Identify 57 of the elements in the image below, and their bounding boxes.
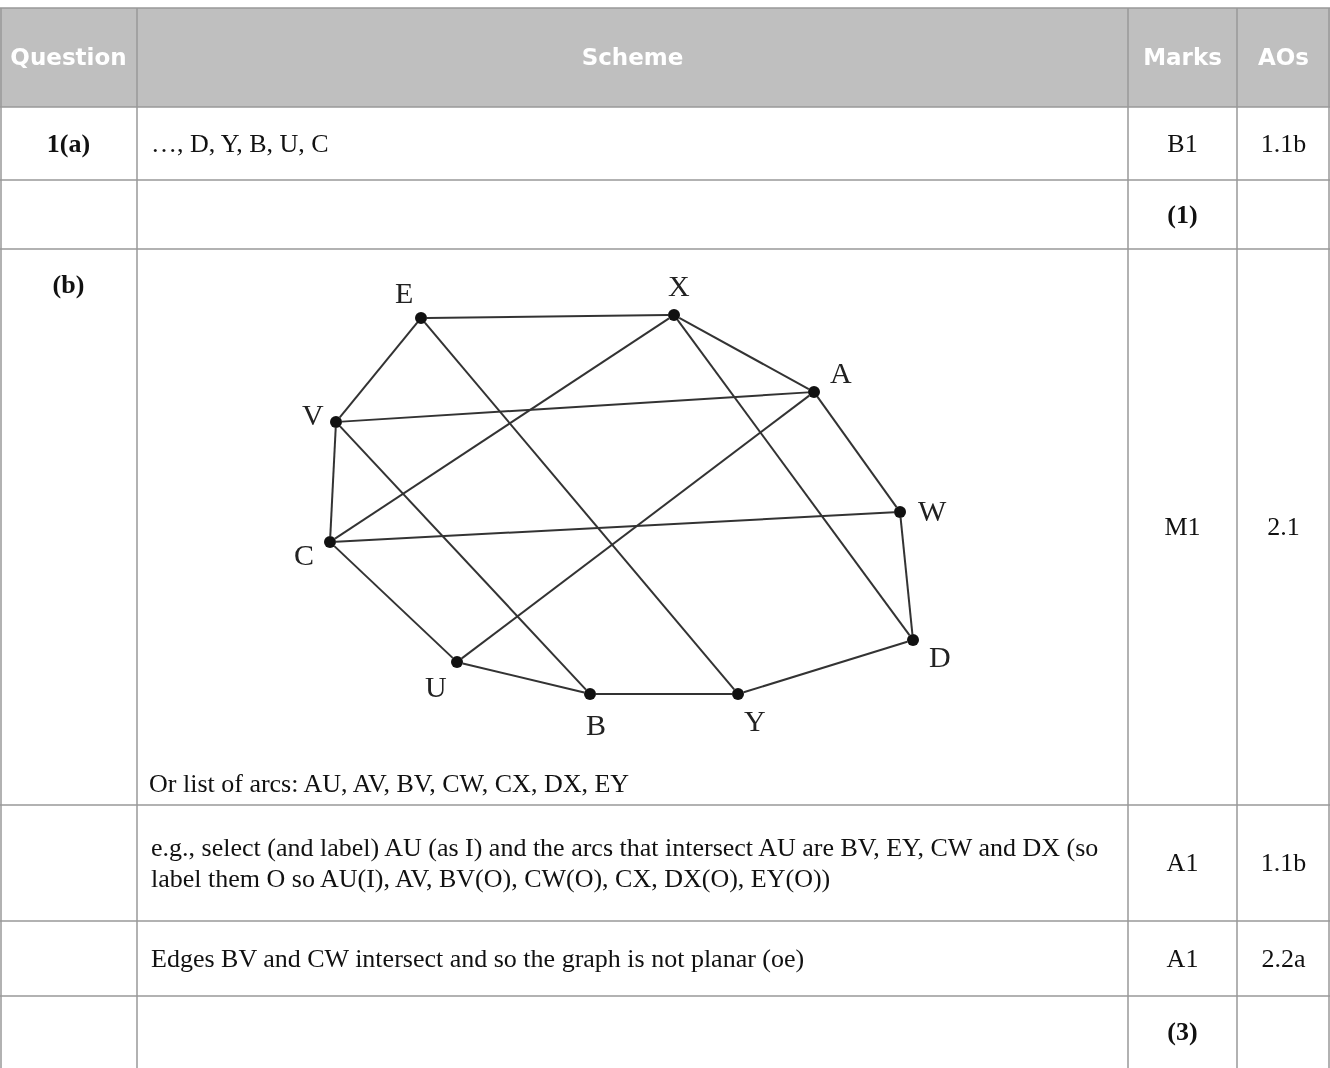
scheme-text: Edges BV and CW intersect and so the graph is not planar (oe) — [151, 942, 805, 975]
mark-text: (3) — [1167, 1016, 1198, 1048]
scheme-text: Or list of arcs: AU, AV, BV, CW, CX, DX, EY — [149, 767, 630, 799]
mark-text: B1 — [1167, 127, 1198, 160]
vertex-dot — [584, 688, 596, 700]
graph-edge — [333, 545, 454, 659]
question-number: 1(a) — [46, 127, 91, 160]
mark-text: 1.1b — [1260, 847, 1307, 879]
vertex-dot — [415, 312, 427, 324]
vertex-dot — [330, 416, 342, 428]
graph-edge — [742, 640, 909, 694]
graph-edge — [899, 516, 914, 636]
column-header: Question — [0, 8, 137, 107]
vertex-dot — [894, 506, 906, 518]
column-header: Marks — [1128, 8, 1237, 107]
vertex-label: V — [302, 398, 324, 432]
graph-edge — [334, 317, 670, 540]
vertex-label: B — [586, 708, 606, 742]
vertex-dot — [808, 386, 820, 398]
graph-edge — [335, 511, 895, 543]
column-header: Scheme — [137, 8, 1128, 107]
vertex-label: D — [929, 640, 951, 674]
mark-text: (1) — [1167, 198, 1198, 231]
question-number: (b) — [52, 269, 85, 301]
graph-edge — [338, 321, 419, 419]
vertex-label: X — [668, 269, 690, 303]
mark-text: 1.1b — [1260, 127, 1307, 160]
vertex-dot — [668, 309, 680, 321]
mark-text: A1 — [1166, 847, 1199, 879]
graph-edge — [595, 693, 733, 695]
graph-edge — [426, 314, 669, 319]
vertex-label: Y — [744, 704, 766, 738]
mark-text: 2.2a — [1261, 942, 1306, 975]
graph-edge — [341, 391, 809, 423]
graph-edge — [678, 316, 810, 391]
graph-edge — [423, 321, 736, 691]
mark-text: 2.1 — [1267, 511, 1300, 543]
graph-edge — [339, 425, 587, 691]
graph-edge — [676, 318, 911, 637]
column-header: AOs — [1237, 8, 1330, 107]
vertex-dot — [451, 656, 463, 668]
vertex-label: C — [294, 538, 314, 572]
graph-edge — [329, 427, 337, 537]
scheme-text: …, D, Y, B, U, C — [151, 127, 329, 160]
mark-text: M1 — [1164, 511, 1201, 543]
vertex-label: W — [918, 494, 947, 528]
scheme-text: e.g., select (and label) AU (as I) and the arcs that intersect AU are BV, EY, CW and DX (so label them O so AU(I), AV, BV(O), CW(O), CX, DX(O), EY(O)) — [151, 831, 1100, 895]
graph-edge — [461, 662, 586, 694]
graph-edge — [460, 394, 811, 660]
vertex-label: E — [395, 276, 414, 310]
vertex-dot — [324, 536, 336, 548]
vertex-dot — [907, 634, 919, 646]
vertex-label: U — [425, 670, 447, 704]
mark-text: A1 — [1166, 942, 1199, 975]
graph-edge — [816, 395, 898, 509]
vertex-label: A — [830, 356, 852, 390]
vertex-dot — [732, 688, 744, 700]
